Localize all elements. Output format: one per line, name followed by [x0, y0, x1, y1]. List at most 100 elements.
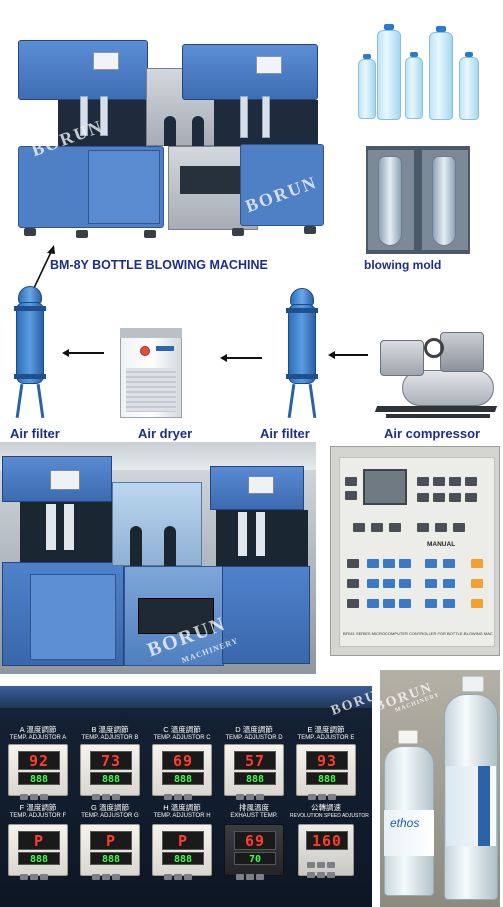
dryer-logo	[156, 346, 174, 351]
bottle-brand: ethos	[390, 816, 420, 830]
compressor-base	[386, 414, 490, 418]
panel-button-blue	[425, 579, 437, 588]
panel-button	[347, 579, 359, 588]
bottle	[377, 30, 401, 120]
panel-button-blue	[367, 559, 379, 568]
filter-body	[288, 304, 316, 384]
bottle-cap	[436, 26, 446, 32]
bottle-cap	[363, 54, 371, 59]
arrow-line	[68, 352, 104, 354]
right-unit-tube	[240, 96, 248, 138]
bottle-cap	[410, 52, 418, 57]
arrow-to-machine	[33, 245, 55, 289]
sv-display: 888	[29, 854, 49, 865]
compressor-base	[374, 406, 498, 412]
panel-button	[465, 477, 477, 486]
oven-slot	[164, 116, 176, 146]
label-air-filter-mid: Air filter	[260, 426, 310, 441]
oven-control-block	[180, 166, 240, 194]
machine-photo: BORUN MACHINERY	[0, 442, 316, 674]
speed-display: 160	[311, 832, 343, 850]
panel-button-blue	[425, 599, 437, 608]
pv-display: 69	[172, 752, 194, 770]
pv-display: P	[105, 832, 117, 850]
panel-button-orange	[471, 599, 483, 608]
right-unit-body	[240, 144, 324, 226]
pv-display: 73	[100, 752, 122, 770]
label-air-filter-left: Air filter	[10, 426, 60, 441]
speed-controller: 160	[298, 824, 354, 878]
sv-display: 888	[245, 774, 265, 785]
machine-caption: BM-8Y BOTTLE BLOWING MACHINE	[50, 258, 268, 272]
bottle-cap-small	[398, 730, 418, 744]
filter-leg	[15, 383, 24, 419]
panel-lcd	[363, 469, 407, 505]
panel-button	[345, 477, 357, 486]
machine-illustration: BORUN BORUN	[18, 38, 328, 243]
right-unit-head	[182, 44, 318, 100]
oven-controller-block	[138, 598, 214, 634]
right-machine-body	[222, 566, 310, 664]
panel-button	[345, 491, 357, 500]
air-filter-left	[6, 286, 56, 422]
sv-display: 888	[29, 774, 49, 785]
panel-button-blue	[443, 579, 455, 588]
panel-button	[417, 477, 429, 486]
right-machine-tube	[256, 512, 265, 556]
pv-display: 93	[316, 752, 338, 770]
panel-button	[465, 493, 477, 502]
left-unit-head	[18, 40, 148, 100]
panel-button	[433, 493, 445, 502]
right-unit-tube	[262, 96, 270, 138]
label-air-dryer: Air dryer	[138, 426, 193, 441]
pv-display: 69	[244, 832, 266, 850]
panel-button-blue	[399, 559, 411, 568]
sv-display: 888	[173, 854, 193, 865]
filter-band	[286, 308, 318, 313]
left-unit-panel	[88, 150, 160, 224]
bottle-label	[384, 810, 434, 856]
left-machine-door	[30, 574, 116, 660]
machine-foot	[76, 230, 88, 238]
panel-button-blue	[443, 559, 455, 568]
bottle	[429, 32, 453, 120]
machine-foot	[24, 228, 36, 236]
panel-top-edge	[0, 686, 372, 708]
oven-slot	[192, 116, 204, 146]
panel-button	[449, 477, 461, 486]
panel-button-orange	[471, 579, 483, 588]
blowing-mold-photo	[366, 146, 470, 254]
panel-button	[353, 523, 365, 532]
arrow-head	[328, 351, 335, 359]
sv-display: 888	[317, 774, 337, 785]
machine-foot	[144, 230, 156, 238]
filter-band	[286, 374, 318, 379]
bottle-cap-tall	[462, 676, 484, 692]
filter-body	[16, 302, 44, 384]
dryer-gauge	[140, 346, 150, 356]
bottle-tall-stripe	[478, 766, 490, 846]
sv-display: 70	[248, 854, 262, 865]
pv-display: 92	[28, 752, 50, 770]
compressor-motor	[380, 340, 424, 376]
panel-button-orange	[471, 559, 483, 568]
panel-button-blue	[367, 579, 379, 588]
right-unit-display	[256, 56, 282, 74]
panel-button	[449, 493, 461, 502]
panel-button-blue	[399, 579, 411, 588]
machine-foot	[232, 228, 244, 236]
filter-leg	[308, 383, 317, 419]
panel-manual-label: MANUAL	[427, 541, 456, 548]
